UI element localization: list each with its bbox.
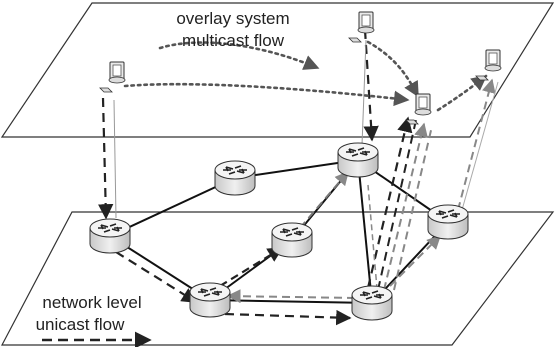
computer-icon — [99, 61, 126, 93]
overlay-hosts — [99, 11, 502, 125]
router-icon — [189, 282, 231, 318]
overlay-plane — [0, 2, 555, 138]
router-icon — [89, 218, 131, 254]
overlay-multicast-flows — [123, 40, 488, 112]
router-icon — [271, 222, 313, 258]
network-label-line1: network level — [42, 293, 141, 312]
computer-icon — [475, 49, 502, 81]
network-plane — [1, 211, 555, 346]
router-icon — [337, 142, 379, 178]
overlay-label-line2: multicast flow — [182, 31, 285, 50]
routers — [89, 142, 469, 321]
computer-icon — [405, 93, 432, 125]
computer-icon — [348, 11, 375, 43]
network-label-line2: unicast flow — [36, 315, 126, 334]
router-icon — [427, 204, 469, 240]
router-icon — [351, 285, 393, 321]
overlay-label-line1: overlay system — [176, 9, 289, 28]
router-icon — [214, 160, 256, 196]
unicast-flows — [97, 29, 499, 326]
